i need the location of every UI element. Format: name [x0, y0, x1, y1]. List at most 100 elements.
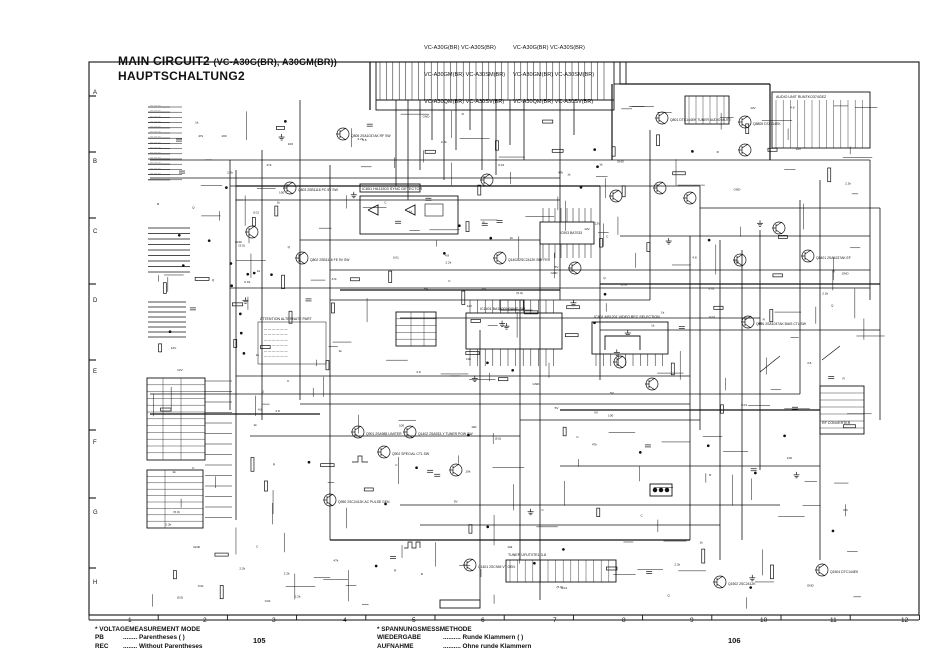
- tiny-text: R: [157, 202, 160, 206]
- resistor: [562, 426, 567, 437]
- junction-dot: [754, 471, 757, 475]
- tiny-text: R: [394, 568, 397, 572]
- transistor-label: Q1402 2SC2412K BUFFER: [508, 258, 551, 262]
- tiny-text: 5V: [454, 500, 459, 504]
- tiny-text: (5.0): [495, 437, 501, 441]
- wire: [818, 571, 826, 577]
- legend-dots: ........: [123, 642, 139, 650]
- tiny-text: R: [273, 463, 276, 467]
- tiny-text: — — —: [150, 124, 161, 128]
- wire: [326, 501, 334, 507]
- tiny-text: R: [842, 376, 845, 380]
- resistor: [843, 424, 856, 429]
- col-label-3: 3: [272, 617, 276, 624]
- tiny-text: 2.2k: [239, 566, 245, 570]
- wire: [466, 566, 474, 572]
- resistor: [672, 171, 686, 176]
- tiny-text: R: [833, 269, 836, 273]
- wire: [367, 204, 379, 216]
- wire: [496, 251, 504, 257]
- junction-dot: [230, 284, 234, 288]
- junction-dot: [486, 361, 489, 365]
- tiny-text: 1k: [338, 349, 342, 353]
- resistor: [260, 345, 271, 349]
- wire: [352, 455, 368, 463]
- legend-dots: ........: [123, 634, 139, 642]
- resistor: [288, 310, 293, 324]
- wire: [452, 471, 460, 477]
- resistor: [769, 309, 774, 323]
- col-label-4: 4: [343, 617, 347, 624]
- row-label-h: H: [93, 580, 98, 586]
- tiny-text: 100: [734, 259, 739, 263]
- wire: [656, 189, 664, 195]
- tiny-text: 1k: [699, 540, 703, 544]
- tiny-text: 4.8: [807, 361, 812, 365]
- wire: [298, 251, 306, 257]
- wire: [775, 229, 783, 235]
- tiny-text: — — —: [150, 129, 161, 133]
- row-label-f: F: [93, 440, 97, 446]
- wire: [736, 253, 744, 259]
- tiny-text: 2.2k: [165, 522, 171, 526]
- tiny-text: 100: [471, 425, 476, 429]
- wire: [298, 259, 306, 265]
- ic-video-label: IC801 M51201 VIDEO REC SELECTION: [594, 315, 660, 319]
- tiny-text: C: [256, 544, 259, 548]
- title-sub: (VC-A30G(BR), A30GM(BR)): [213, 57, 337, 67]
- top-connector-right: [619, 61, 627, 85]
- resistor: [498, 377, 509, 382]
- tiny-text: — — — — — —: [264, 338, 288, 342]
- tiny-text: C: [542, 508, 545, 512]
- wire: [716, 583, 724, 589]
- tiny-text: R: [709, 473, 712, 477]
- ic-mute-label: IC903 BA7033: [560, 231, 582, 235]
- col-label-10: 10: [760, 617, 768, 624]
- tiny-text: R: [483, 220, 486, 224]
- tiny-text: 5V: [594, 410, 599, 414]
- transistor-label: Q803 2SB1116 PC 5V SW: [298, 188, 339, 192]
- tiny-text: C: [576, 435, 579, 439]
- junction-dot: [239, 331, 243, 335]
- wire: [339, 135, 347, 141]
- wire: [326, 493, 334, 499]
- tiny-text: Q: [667, 593, 670, 597]
- tiny-text: GND: [842, 271, 850, 275]
- junction-dot: [225, 186, 228, 189]
- transistor-label: Q8805 DTA114EK: [753, 122, 781, 126]
- junction-dot: [707, 238, 711, 242]
- wire: [354, 425, 362, 431]
- resistor: [713, 305, 724, 310]
- title-main: MAIN CIRCUIT2: [118, 54, 210, 68]
- junction-dot: [511, 368, 515, 372]
- wire: [286, 181, 294, 187]
- tiny-text: 2.2k: [445, 261, 451, 265]
- tiny-text: 0.01: [709, 315, 715, 319]
- resistor: [219, 585, 224, 600]
- tiny-text: — — —: [150, 166, 161, 170]
- resistor: [565, 333, 579, 338]
- legend-german: * SPANNUNGSMESSMETHODE WIEDERGABE.......…: [377, 626, 531, 651]
- tiny-text: GND: [551, 271, 559, 275]
- junction-dot: [384, 502, 387, 506]
- wire: [744, 315, 752, 321]
- wire: [380, 453, 388, 459]
- tiny-text: 4.8: [362, 138, 367, 142]
- tiny-text: — — —: [150, 155, 161, 159]
- tiny-text: 47k: [558, 170, 563, 174]
- junction-dot: [783, 434, 786, 438]
- ic-band-label: IC1401 BA15009 BAND SW: [480, 307, 526, 311]
- resistor: [274, 205, 279, 217]
- junction-dot: [562, 548, 565, 551]
- tiny-text: 47k: [481, 288, 486, 292]
- row-label-g: G: [93, 510, 98, 516]
- tiny-text: 4.8: [275, 409, 280, 413]
- tiny-text: 4.8: [258, 407, 263, 411]
- resistor: [250, 457, 255, 472]
- ic-sync-label: IC801 HA11503 SYNC DETECTOR: [362, 187, 422, 191]
- resistor: [461, 290, 466, 305]
- tiny-text: 0.01: [741, 403, 747, 407]
- resistor: [173, 570, 177, 580]
- tiny-text: 47k: [333, 559, 338, 563]
- legend-rec-key: AUFNAHME: [377, 642, 414, 650]
